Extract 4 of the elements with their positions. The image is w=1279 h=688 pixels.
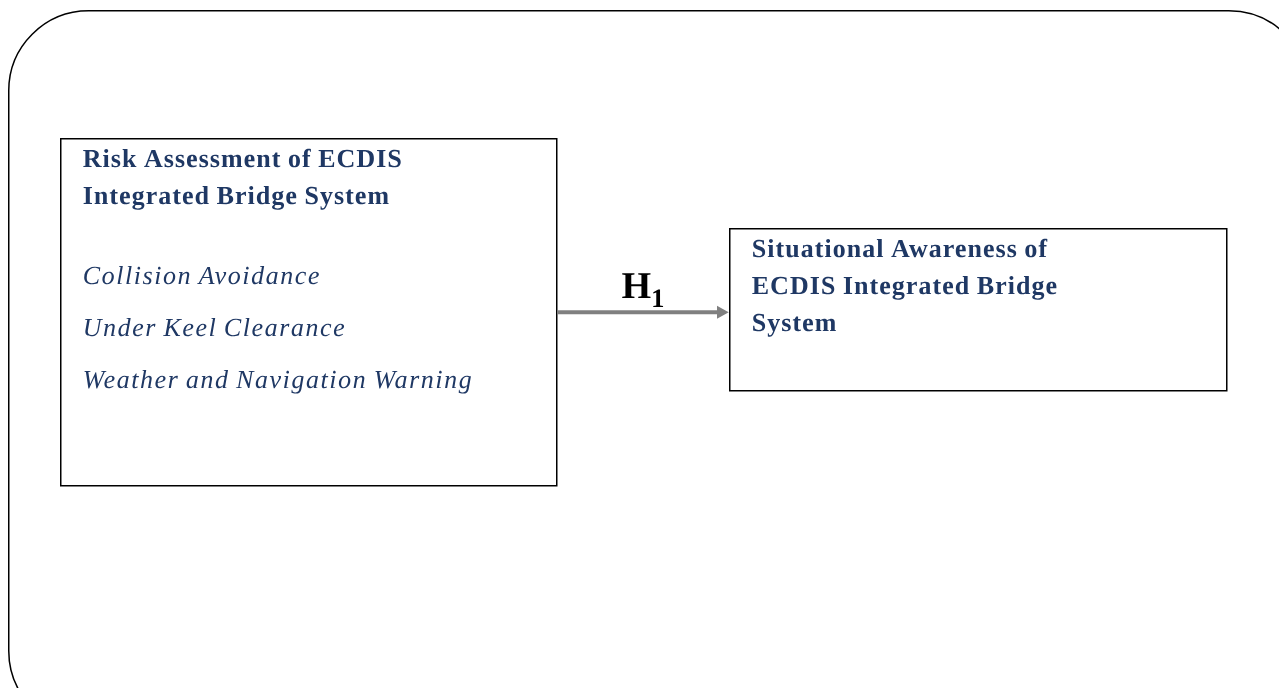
text-box: Situational Awareness of ECDIS Integrated Bridge System <box>729 228 1228 392</box>
edge-label: H$_{1}$ <box>620 272 666 309</box>
text-box: Risk Assessment of ECDIS Integrated Bridge System Collision Avoidance Under Keel Clearance Weather and Navigation Warning <box>60 138 558 487</box>
rounded-frame <box>8 10 1279 688</box>
